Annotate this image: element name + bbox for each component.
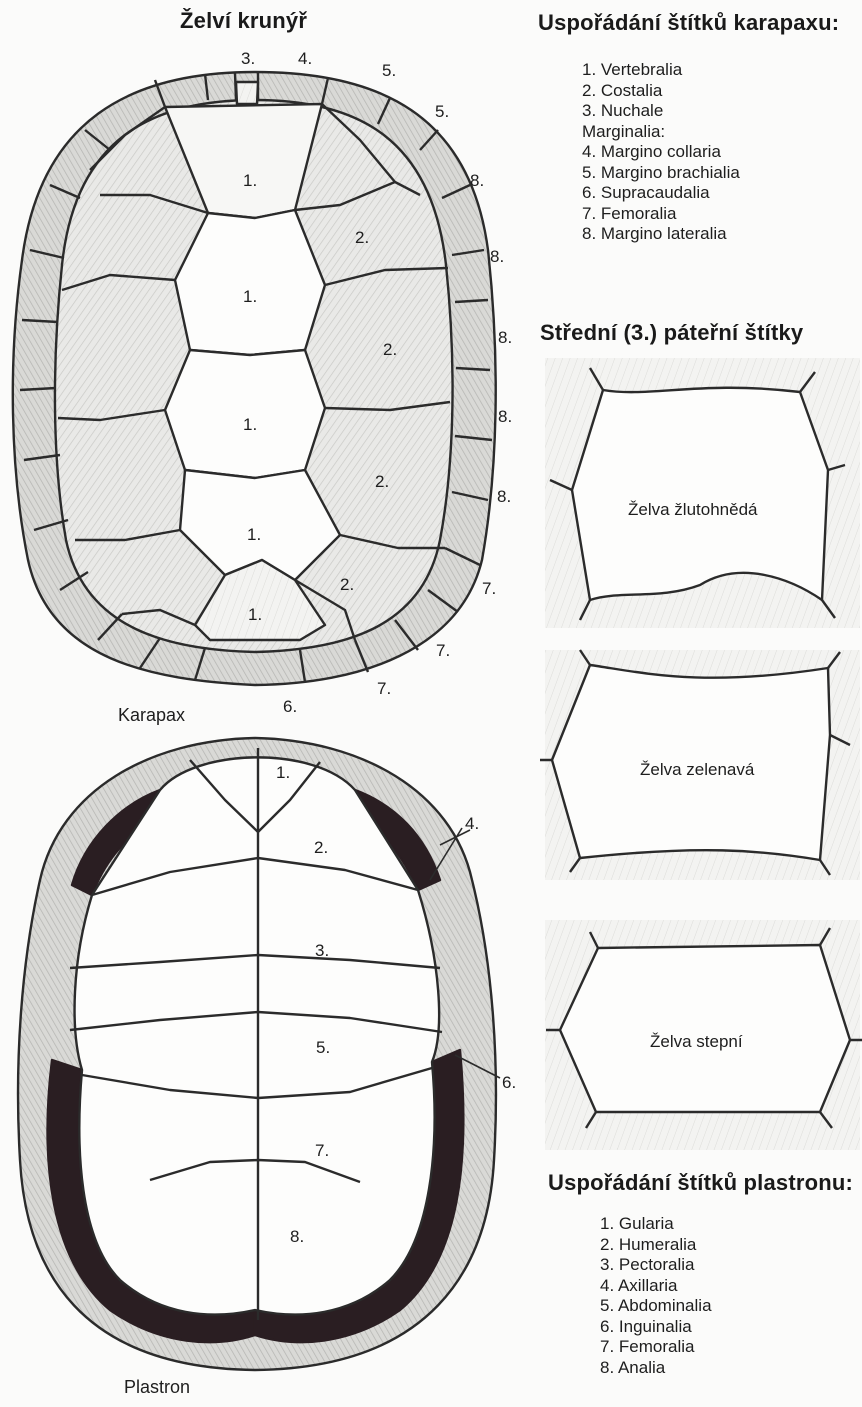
vertebral-scute-3: [165, 350, 325, 478]
vertebral-label-4: 1.: [247, 525, 261, 544]
anal-label: 8.: [290, 1227, 304, 1246]
inguinal-label: 6.: [502, 1073, 516, 1092]
vertebral-label-1: 1.: [243, 171, 257, 190]
marginal-label-7: 7.: [377, 679, 391, 698]
costal-label-3: 2.: [375, 472, 389, 491]
supracaudal-label: 6.: [283, 697, 297, 716]
marginal-label-8: 8.: [498, 407, 512, 426]
carapace-drawing: [13, 72, 496, 685]
species-label: Želva zelenavá: [640, 760, 755, 779]
vertebral-label-3: 1.: [243, 415, 257, 434]
costal-label-2: 2.: [383, 340, 397, 359]
vertebral-variant-steppe: [560, 945, 850, 1112]
vertebral-variant-yellow-brown: [572, 388, 828, 600]
marginal-label-7: 7.: [436, 641, 450, 660]
marginal-label-8: 8.: [490, 247, 504, 266]
nuchal-label: 3.: [241, 49, 255, 68]
vertebral-scute-2: [175, 210, 325, 355]
abdominal-label: 5.: [316, 1038, 330, 1057]
costal-label-1: 2.: [355, 228, 369, 247]
marginal-label-8: 8.: [470, 171, 484, 190]
femoral-label: 7.: [315, 1141, 329, 1160]
species-label: Želva žlutohnědá: [628, 500, 758, 519]
costal-label-4: 2.: [340, 575, 354, 594]
axillary-label: 4.: [465, 814, 479, 833]
plastron-drawing: [18, 738, 500, 1370]
marginal-label-5: 5.: [435, 102, 449, 121]
vertebral-label-2: 1.: [243, 287, 257, 306]
marginal-label-8: 8.: [498, 328, 512, 347]
gular-label: 1.: [276, 763, 290, 782]
marginal-label-5: 5.: [382, 61, 396, 80]
nuchal-scute: [236, 82, 258, 104]
marginal-label-7: 7.: [482, 579, 496, 598]
species-label: Želva stepní: [650, 1032, 743, 1051]
pectoral-label: 3.: [315, 941, 329, 960]
humeral-label: 2.: [314, 838, 328, 857]
marginal-label-4: 4.: [298, 49, 312, 68]
marginal-label-8: 8.: [497, 487, 511, 506]
vertebral-label-5: 1.: [248, 605, 262, 624]
